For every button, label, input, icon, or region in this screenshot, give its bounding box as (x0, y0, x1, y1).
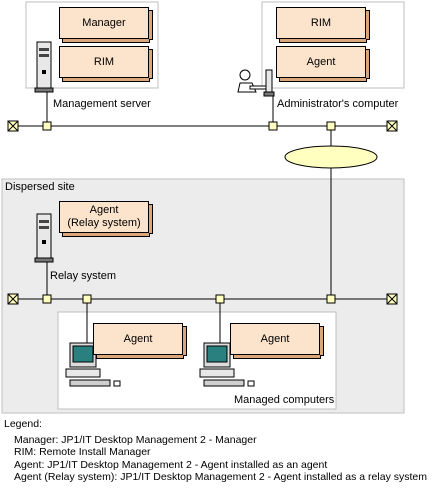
relay-tower-icon (34, 213, 54, 263)
legend-item-relay: Agent (Relay system): JP1/IT Desktop Man… (14, 471, 427, 483)
lan-nodes (42, 121, 336, 304)
dispersed-site-label: Dispersed site (5, 181, 75, 193)
server-tower-icon (34, 41, 54, 93)
app-box-agent-relay: Agent (Relay system) (59, 201, 153, 237)
management-server-label: Management server (53, 98, 151, 110)
managed-pc-icon-2 (199, 342, 255, 387)
wan-ellipse (284, 145, 378, 169)
legend-item-manager: Manager: JP1/IT Desktop Management 2 - M… (14, 433, 257, 446)
lan-terminators (7, 120, 398, 305)
app-box-agent-managed-2: Agent (230, 323, 324, 359)
app-box-manager: Manager (59, 7, 153, 43)
legend-item-rim: RIM: Remote Install Manager (14, 446, 151, 458)
app-box-rim-admin: RIM (276, 7, 370, 43)
managed-computers-label: Managed computers (234, 394, 335, 406)
app-box-rim-server: RIM (59, 46, 153, 82)
administrator-computer-label: Administrator's computer (277, 98, 399, 110)
legend-title: Legend: (4, 418, 42, 430)
administrator-icon (237, 69, 275, 97)
legend-item-agent: Agent: JP1/IT Desktop Management 2 - Age… (14, 458, 328, 471)
relay-system-label: Relay system (50, 270, 117, 282)
app-box-agent-managed-1: Agent (93, 323, 187, 359)
legend: Legend: Manager: JP1/IT Desktop Manageme… (4, 418, 427, 484)
app-box-agent-admin: Agent (276, 46, 370, 82)
